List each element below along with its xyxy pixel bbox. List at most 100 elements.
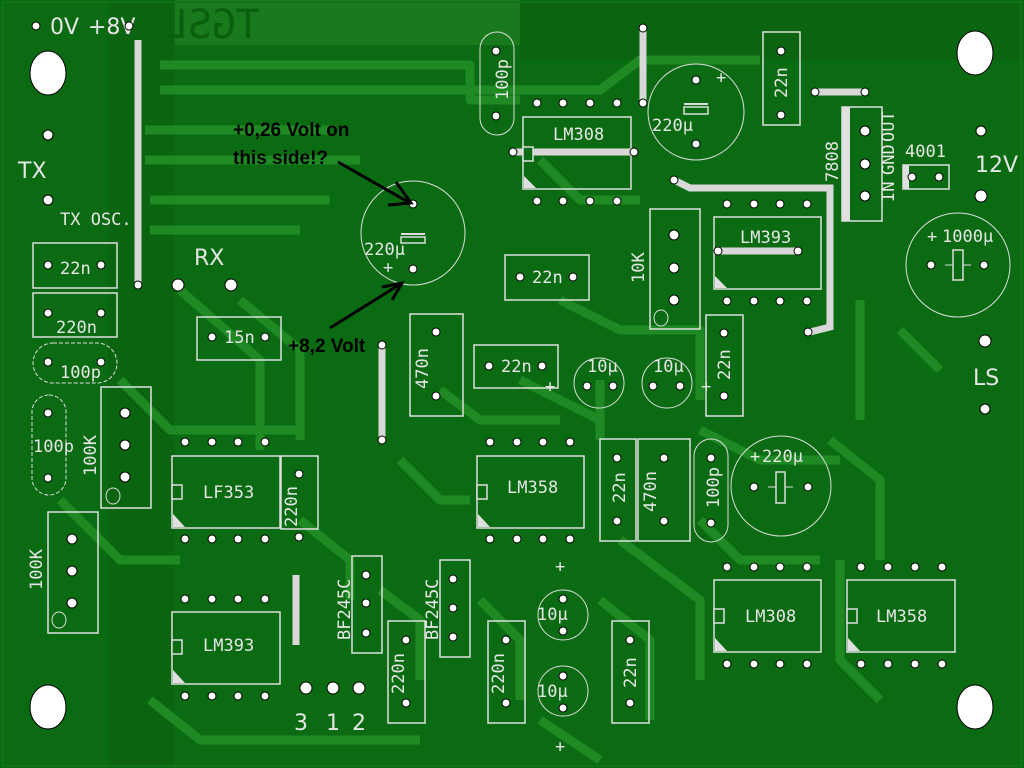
svg-text:+: + <box>927 227 937 247</box>
cap-1000u: + 1000µ <box>905 212 1011 318</box>
svg-text:+0,26 Volt on: +0,26 Volt on <box>233 120 349 141</box>
pot-100k-upper: 100K <box>81 386 152 509</box>
plus-mark-2: + <box>701 377 711 397</box>
svg-text:1000µ: 1000µ <box>942 227 993 247</box>
svg-text:470n: 470n <box>641 471 661 512</box>
pad-pin-1 <box>326 681 340 695</box>
ic-lm358-mid: LM358 <box>476 437 585 544</box>
svg-text:100K: 100K <box>27 548 47 590</box>
svg-text:100p: 100p <box>493 59 513 100</box>
cap-10u-a: 10µ <box>573 357 625 409</box>
cap-22n-m2: 22n <box>473 344 559 389</box>
pad-0v <box>31 21 41 31</box>
mounting-hole-tl <box>29 50 67 96</box>
cap-22n-tl: 22n <box>32 242 118 289</box>
label-tx-osc: TX OSC. <box>60 210 132 230</box>
svg-text:LM393: LM393 <box>740 228 791 248</box>
cap-10u-c: 10µ <box>537 589 589 641</box>
cap-22n-bb: 22n <box>611 620 650 724</box>
ic-lf353: LF353 <box>171 437 281 544</box>
svg-text:220µ: 220µ <box>364 240 405 260</box>
transistor-bf245c-2: BF245C <box>423 559 471 658</box>
svg-text:+: + <box>383 258 393 278</box>
svg-text:BF245C: BF245C <box>423 579 443 640</box>
plus-mark-4: + <box>555 737 565 757</box>
svg-text:4001: 4001 <box>905 142 946 162</box>
pad-plus8v <box>124 21 134 31</box>
transistor-bf245c-1: BF245C <box>335 555 383 654</box>
svg-text:22n: 22n <box>621 657 641 688</box>
mounting-hole-br <box>956 684 994 730</box>
cap-15n: 15n <box>196 316 282 361</box>
mounting-hole-bl <box>29 684 67 730</box>
svg-text:10K: 10K <box>629 252 649 283</box>
pad-12v-1 <box>975 125 987 137</box>
label-0v: 0V <box>50 15 79 40</box>
svg-text:22n: 22n <box>772 67 792 98</box>
svg-text:22n: 22n <box>532 268 563 288</box>
cap-22n-m1: 22n <box>504 254 590 301</box>
pot-10k: 10K <box>629 208 701 330</box>
svg-text:220µ: 220µ <box>762 447 803 467</box>
pad-pin-2 <box>352 681 366 695</box>
cap-22n-r: 22n <box>705 314 744 417</box>
svg-text:10µ: 10µ <box>587 357 618 377</box>
svg-text:LM358: LM358 <box>507 478 558 498</box>
svg-text:100p: 100p <box>33 437 74 457</box>
pad-tx-2 <box>42 194 54 206</box>
ic-lm358-bottom: LM358 <box>846 562 956 669</box>
svg-text:10µ: 10µ <box>537 605 568 625</box>
label-12v: 12V <box>975 153 1018 178</box>
svg-text:+: + <box>750 447 760 467</box>
pad-rx-1 <box>171 278 185 292</box>
svg-text:this side!?: this side!? <box>233 148 328 169</box>
svg-text:OUT: OUT <box>879 111 899 142</box>
cap-22n-top: 22n <box>762 31 801 126</box>
ic-lm308-bottom: LM308 <box>713 562 822 669</box>
svg-text:22n: 22n <box>715 349 735 380</box>
svg-text:10µ: 10µ <box>537 682 568 702</box>
svg-text:LM393: LM393 <box>203 636 254 656</box>
svg-text:220n: 220n <box>489 653 509 694</box>
copper-traces <box>56 55 944 764</box>
ic-lm393-mid: LM393 <box>713 199 822 306</box>
pad-ls-2 <box>979 403 991 415</box>
svg-text:LF353: LF353 <box>203 483 254 503</box>
mounting-hole-tr <box>956 30 994 76</box>
cap-100p-top: 100p <box>479 31 515 136</box>
annotation-026v: +0,26 Volt on this side!? <box>233 120 414 207</box>
svg-text:100p: 100p <box>704 467 724 508</box>
svg-text:+8,2 Volt: +8,2 Volt <box>288 336 366 357</box>
pad-ls-1 <box>978 334 992 348</box>
diode-4001: 4001 <box>902 142 950 190</box>
svg-text:+: + <box>716 68 726 88</box>
svg-text:22n: 22n <box>610 472 630 503</box>
svg-text:100K: 100K <box>81 434 101 476</box>
svg-text:220n: 220n <box>56 318 97 338</box>
cap-220n-b1: 220n <box>387 620 426 724</box>
ic-lm393-bl: LM393 <box>171 594 281 701</box>
mirrored-title: TGSL <box>164 2 260 48</box>
svg-text:15n: 15n <box>224 328 255 348</box>
cap-100p-l2: 100p <box>31 394 74 496</box>
svg-text:100p: 100p <box>60 363 101 383</box>
svg-text:22n: 22n <box>60 259 91 279</box>
cap-10u-d: 10µ <box>537 665 589 717</box>
cap-220n-tl: 220n <box>32 292 118 338</box>
pad-tx-1 <box>42 129 54 141</box>
ic-lm308-top: LM308 <box>508 98 639 206</box>
svg-text:10µ: 10µ <box>653 357 684 377</box>
svg-text:LM308: LM308 <box>745 607 796 627</box>
svg-text:220n: 220n <box>282 486 302 527</box>
svg-text:BF245C: BF245C <box>335 579 355 640</box>
cap-220u-b: + 220µ <box>730 435 832 537</box>
regulator-7808: 7808 IN GND OUT <box>823 106 899 222</box>
pad-12v-2 <box>974 189 988 203</box>
svg-text:GND: GND <box>879 144 899 175</box>
label-rx: RX <box>194 246 224 271</box>
label-pin-2: 2 <box>352 711 366 736</box>
svg-text:22n: 22n <box>501 357 532 377</box>
cap-470n-b: 470n <box>637 438 691 542</box>
cap-10u-b: 10µ <box>641 357 693 409</box>
pad-pin-3 <box>299 681 313 695</box>
